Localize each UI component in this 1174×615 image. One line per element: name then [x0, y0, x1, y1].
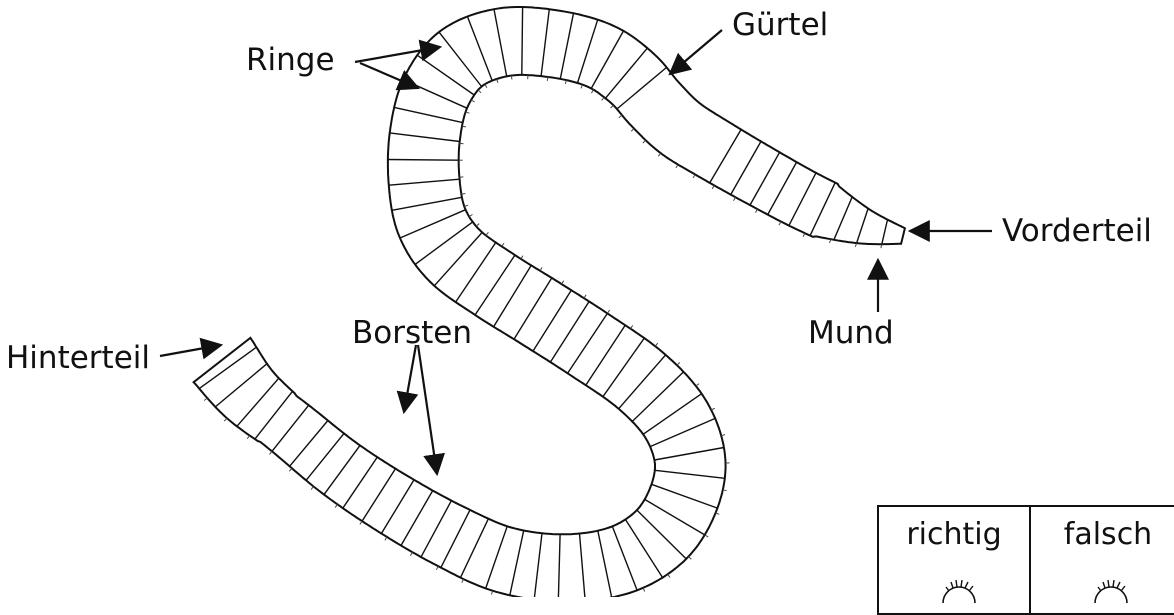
worm-bristle	[476, 224, 479, 227]
worm-bristle	[631, 325, 633, 328]
worm-bristle	[696, 384, 699, 386]
worm-bristle	[677, 362, 680, 365]
worm-bristle	[335, 504, 337, 507]
worm-bristle	[658, 153, 660, 156]
worm-bristle	[204, 398, 207, 400]
worm-bristle	[478, 90, 481, 93]
sun-icon	[937, 565, 981, 605]
worm-body	[194, 7, 905, 597]
worm-bristle	[611, 105, 614, 108]
worm-bristle	[461, 194, 465, 195]
worm-bristle	[247, 436, 250, 439]
worm-bristle	[270, 451, 273, 454]
worm-bristle	[619, 115, 622, 118]
label-guertel: Gürtel	[732, 10, 828, 41]
earthworm-diagram: Ringe Gürtel Vorderteil Mund Hinterteil …	[0, 0, 1174, 597]
worm-bristle	[289, 468, 292, 471]
arrow-hinterteil	[160, 345, 221, 356]
label-hinterteil: Hinterteil	[6, 343, 150, 374]
worm-bristle	[511, 76, 512, 80]
worm-outline	[194, 7, 905, 597]
worm-ring	[522, 7, 523, 75]
worm-bristle	[688, 557, 691, 560]
worm-bristle	[643, 140, 646, 143]
arrow-borsten-left	[404, 345, 416, 412]
worm-bristle	[602, 97, 605, 100]
worm-bristle	[547, 77, 548, 81]
worm-bristle	[655, 343, 657, 346]
worm-bristle	[486, 232, 489, 235]
worm-ring	[388, 160, 459, 161]
answer-cell-falsch[interactable]: falsch	[1029, 507, 1174, 613]
answer-label-richtig: richtig	[879, 517, 1029, 552]
answer-label-falsch: falsch	[1033, 517, 1174, 552]
worm-bristle	[224, 418, 227, 421]
worm-bristle	[311, 487, 313, 490]
label-vorderteil: Vorderteil	[1002, 216, 1152, 247]
answer-cell-richtig[interactable]: richtig	[879, 507, 1031, 613]
answer-box: richtig falsch	[877, 505, 1174, 615]
worm-bristle	[607, 310, 609, 313]
worm-bristle	[631, 129, 634, 132]
worm-bristle	[360, 521, 362, 524]
sun-icon	[1089, 565, 1133, 605]
worm-bristle	[668, 574, 670, 577]
worm-bristle	[502, 243, 504, 246]
label-borsten: Borsten	[352, 318, 472, 349]
arrow-guertel	[670, 30, 722, 74]
label-ringe: Ringe	[246, 45, 335, 76]
worm-bristle	[462, 126, 466, 127]
arrow-borsten-right	[418, 345, 437, 474]
label-mund: Mund	[808, 318, 894, 349]
